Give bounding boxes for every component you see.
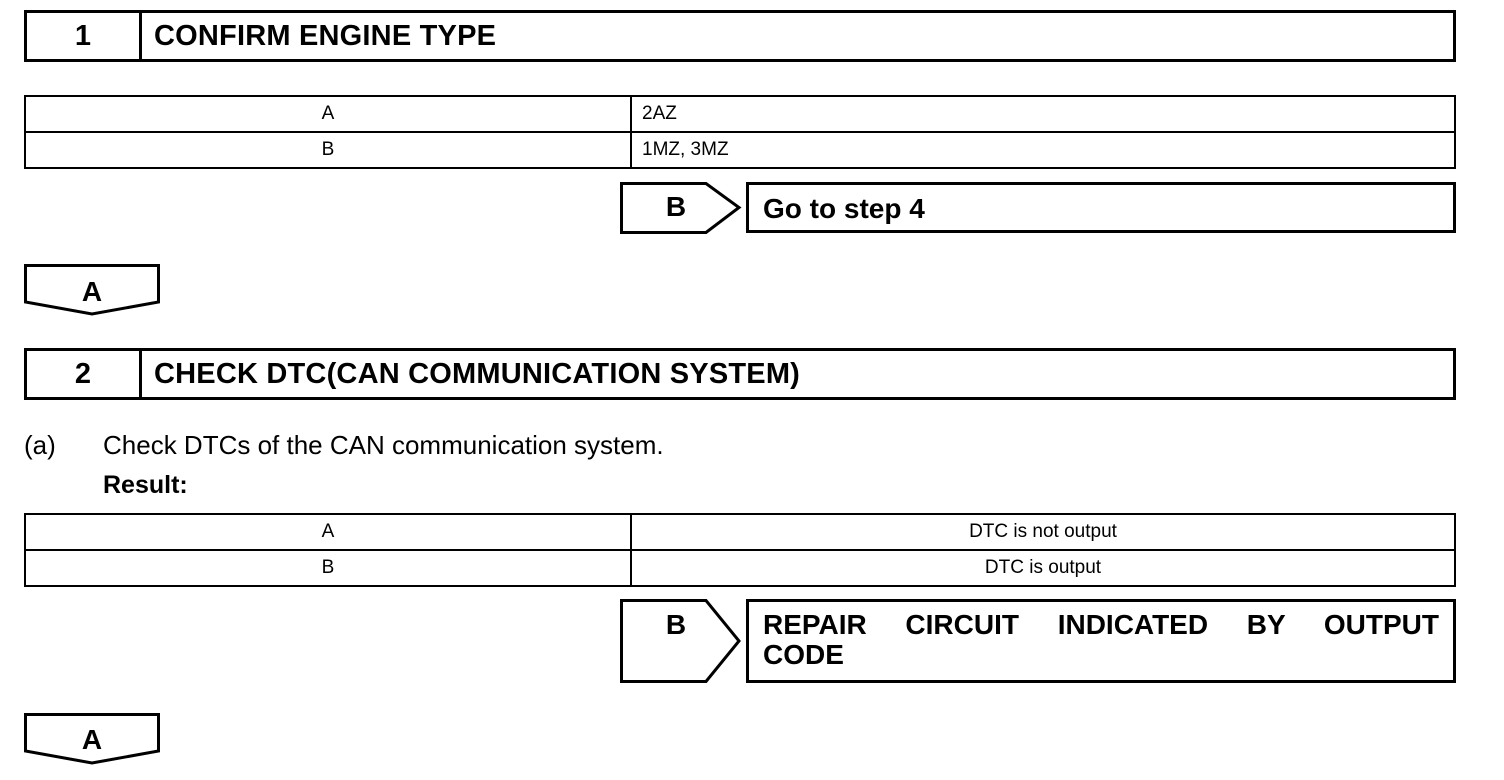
result-label: Result: bbox=[103, 471, 188, 499]
result-condition: DTC is not output bbox=[630, 513, 1456, 551]
action-text-line: REPAIR CIRCUIT INDICATED BY OUTPUT bbox=[763, 609, 1439, 640]
branch-label: B bbox=[665, 191, 687, 222]
result-code: B bbox=[24, 131, 632, 169]
result-code: A bbox=[24, 513, 632, 551]
result-condition: 2AZ bbox=[630, 95, 1456, 133]
step-number: 1 bbox=[27, 13, 142, 59]
step-1-header: 1 CONFIRM ENGINE TYPE bbox=[24, 10, 1456, 62]
branch-arrow-right bbox=[620, 599, 741, 683]
step-title: CHECK DTC(CAN COMMUNICATION SYSTEM) bbox=[154, 357, 801, 390]
action-text: Go to step 4 bbox=[763, 193, 925, 224]
branch-label: A bbox=[81, 276, 103, 307]
branch-arrow-down bbox=[24, 713, 160, 765]
result-code: B bbox=[24, 549, 632, 587]
step-1-result-table: A 2AZ B 1MZ, 3MZ bbox=[24, 95, 1456, 169]
table-row: B DTC is output bbox=[24, 549, 1456, 587]
step-2-result-table: A DTC is not output B DTC is output bbox=[24, 513, 1456, 587]
go-to-step-box: Go to step 4 bbox=[746, 182, 1456, 233]
branch-label: B bbox=[665, 609, 687, 640]
substep-text: Check DTCs of the CAN communication syst… bbox=[103, 430, 664, 460]
substep-marker: (a) bbox=[24, 430, 56, 460]
result-condition: 1MZ, 3MZ bbox=[630, 131, 1456, 169]
table-row: A DTC is not output bbox=[24, 513, 1456, 551]
branch-arrow-down bbox=[24, 264, 160, 316]
action-text-line: CODE bbox=[763, 639, 844, 670]
branch-label: A bbox=[81, 724, 103, 755]
table-row: B 1MZ, 3MZ bbox=[24, 131, 1456, 169]
table-row: A 2AZ bbox=[24, 95, 1456, 133]
step-2-header: 2 CHECK DTC(CAN COMMUNICATION SYSTEM) bbox=[24, 348, 1456, 400]
result-condition: DTC is output bbox=[630, 549, 1456, 587]
result-code: A bbox=[24, 95, 632, 133]
repair-action-box: REPAIR CIRCUIT INDICATED BY OUTPUT CODE bbox=[746, 599, 1456, 683]
step-title: CONFIRM ENGINE TYPE bbox=[154, 19, 497, 52]
branch-arrow-right bbox=[620, 182, 742, 234]
step-number: 2 bbox=[27, 351, 142, 397]
